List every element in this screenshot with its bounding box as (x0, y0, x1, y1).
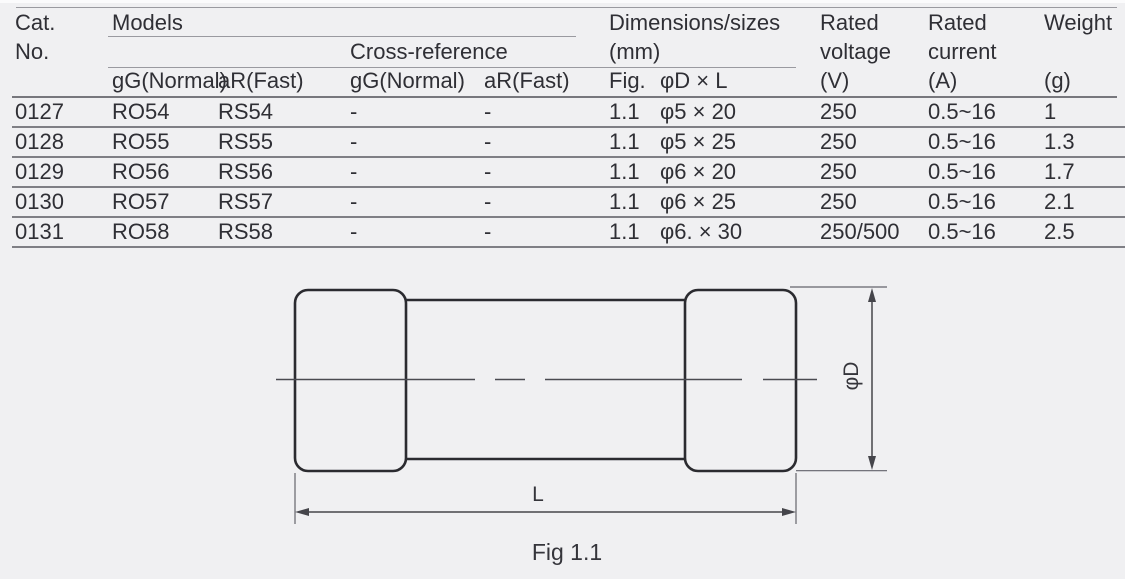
models-group-rule (108, 36, 576, 37)
cross-gg-cell: - (350, 99, 358, 124)
cat-cell: 0128 (15, 129, 64, 154)
subheader-models-gg: gG(Normal) (112, 68, 227, 93)
fuse-left-cap (293, 288, 408, 473)
model-gg-cell: RO57 (112, 189, 170, 214)
table-row: 0127 RO54 RS54 - - 1.1 φ5 × 20 250 0.5~16 1 (12, 98, 1125, 128)
dim-cell: φ6. × 30 (660, 219, 743, 244)
header-cross-reference: Cross-reference (350, 39, 508, 64)
subheader-voltage-unit: (V) (820, 68, 850, 93)
model-gg-cell: RO55 (112, 129, 170, 154)
subheader-weight-unit: (g) (1044, 68, 1071, 93)
header-bottom-rule (12, 96, 1117, 98)
current-cell: 0.5~16 (928, 99, 996, 124)
header-dimensions: Dimensions/sizes (609, 10, 781, 35)
model-ar-cell: RS57 (218, 189, 274, 214)
cross-ar-cell: - (484, 219, 492, 244)
header-rated-current: Rated (928, 10, 987, 35)
subheader-models-ar: aR(Fast) (218, 68, 304, 93)
subheader-current-unit: (A) (928, 68, 958, 93)
diameter-arrow-up (868, 288, 876, 302)
model-ar-cell: RS58 (218, 219, 274, 244)
cross-ar-cell: - (484, 129, 492, 154)
cross-gg-cell: - (350, 219, 358, 244)
current-cell: 0.5~16 (928, 129, 996, 154)
dim-cell: φ6 × 20 (660, 159, 737, 184)
header-no: No. (15, 39, 50, 64)
cat-cell: 0127 (15, 99, 64, 124)
header-weight: Weight (1044, 10, 1113, 35)
header-dimensions-unit: (mm) (609, 39, 661, 64)
header-current-word: current (928, 39, 997, 64)
current-cell: 0.5~16 (928, 159, 996, 184)
header-voltage-word: voltage (820, 39, 891, 64)
table-row: 0130 RO57 RS57 - - 1.1 φ6 × 25 250 0.5~16 2.1 (12, 188, 1125, 218)
length-arrow-right (782, 508, 796, 516)
page-top-edge (0, 0, 1125, 3)
weight-cell: 1.7 (1044, 159, 1075, 184)
subheader-cross-ar: aR(Fast) (484, 68, 570, 93)
fig-cell: 1.1 (609, 99, 640, 124)
voltage-cell: 250 (820, 159, 857, 184)
model-gg-cell: RO56 (112, 159, 170, 184)
cat-cell: 0131 (15, 219, 64, 244)
figure-caption: Fig 1.1 (532, 539, 602, 565)
header-rated-voltage: Rated (820, 10, 879, 35)
fig-cell: 1.1 (609, 189, 640, 214)
header-cat: Cat. (15, 10, 56, 35)
table-row: 0129 RO56 RS56 - - 1.1 φ6 × 20 250 0.5~16 1.7 (12, 158, 1125, 188)
voltage-cell: 250/500 (820, 219, 900, 244)
cross-ar-cell: - (484, 189, 492, 214)
voltage-cell: 250 (820, 99, 857, 124)
fuse-diagram: φD L Fig 1.1 (276, 286, 887, 565)
diameter-arrow-down (868, 456, 876, 470)
weight-cell: 2.1 (1044, 189, 1075, 214)
fig-cell: 1.1 (609, 129, 640, 154)
weight-cell: 1 (1044, 99, 1057, 124)
voltage-cell: 250 (820, 129, 857, 154)
voltage-cell: 250 (820, 189, 857, 214)
cat-cell: 0130 (15, 189, 64, 214)
dim-cell: φ5 × 25 (660, 129, 737, 154)
current-cell: 0.5~16 (928, 189, 996, 214)
model-gg-cell: RO54 (112, 99, 170, 124)
cat-cell: 0129 (15, 159, 64, 184)
fig-cell: 1.1 (609, 159, 640, 184)
fig-cell: 1.1 (609, 219, 640, 244)
dim-cell: φ6 × 25 (660, 189, 737, 214)
subheader-fig: Fig. (609, 68, 646, 93)
subheader-cross-gg: gG(Normal) (350, 68, 465, 93)
current-cell: 0.5~16 (928, 219, 996, 244)
model-ar-cell: RS56 (218, 159, 274, 184)
length-dimension-label: L (532, 483, 544, 506)
subheader-dim: φD × L (660, 68, 728, 93)
length-arrow-left (295, 508, 309, 516)
cross-ar-cell: - (484, 159, 492, 184)
dim-cell: φ5 × 20 (660, 99, 737, 124)
table-row: 0131 RO58 RS58 - - 1.1 φ6. × 30 250/500 0.5~16 2.… (12, 218, 1125, 248)
cross-gg-cell: - (350, 129, 358, 154)
model-ar-cell: RS55 (218, 129, 274, 154)
table-top-rule (16, 7, 1117, 8)
model-gg-cell: RO58 (112, 219, 170, 244)
fuse-right-cap (683, 288, 798, 473)
diameter-dimension-label: φD (840, 362, 863, 391)
cross-gg-cell: - (350, 189, 358, 214)
cross-ar-cell: - (484, 99, 492, 124)
crossref-dimensions-rule (108, 67, 796, 68)
cross-gg-cell: - (350, 159, 358, 184)
model-ar-cell: RS54 (218, 99, 274, 124)
weight-cell: 2.5 (1044, 219, 1075, 244)
table-row: 0128 RO55 RS55 - - 1.1 φ5 × 25 250 0.5~16 1.3 (12, 128, 1125, 158)
header-models: Models (112, 10, 183, 35)
weight-cell: 1.3 (1044, 129, 1075, 154)
